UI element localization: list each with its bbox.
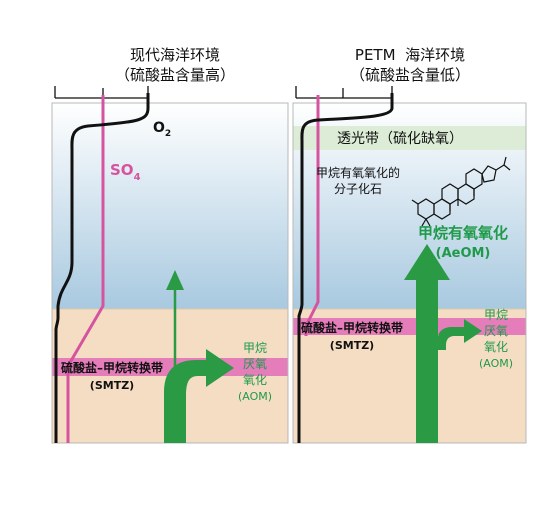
aeom-label-line1: 甲烷有氧氧化	[418, 224, 508, 242]
right-title-line2: （硫酸盐含量低）	[350, 66, 470, 84]
hopanoid-molecule-icon	[411, 156, 511, 227]
left-water-column	[52, 103, 288, 309]
right-panel-frame	[292, 102, 527, 444]
right-smtz-label-line2: (SMTZ)	[330, 339, 374, 352]
right-aom-line4: (AOM)	[479, 357, 513, 370]
left-aom-line1: 甲烷	[243, 341, 267, 355]
right-aom-bent-arrow	[438, 319, 482, 350]
right-aom-line3: 氧化	[484, 340, 508, 354]
left-smtz-band	[52, 358, 288, 376]
right-o2-profile	[297, 93, 394, 443]
left-smtz-label-line2: (SMTZ)	[90, 379, 134, 392]
left-thin-methane-arrowhead	[166, 270, 184, 290]
right-aom-line1: 甲烷	[484, 308, 508, 322]
left-aom-bent-arrow	[164, 349, 234, 443]
right-title-line1: PETM 海洋环境	[355, 46, 465, 64]
left-smtz-label-line1: 硫酸盐–甲烷转换带	[61, 360, 163, 375]
left-o2-profile	[54, 93, 150, 443]
left-title-line2: （硫酸盐含量高）	[115, 66, 235, 84]
left-aom-line2: 厌氧	[243, 357, 267, 371]
photic-zone-label: 透光带（硫化缺氧）	[337, 131, 463, 147]
fossil-label-line1: 甲烷有氧氧化的	[316, 165, 400, 180]
aeom-big-arrow	[404, 244, 450, 443]
right-smtz-label-line1: 硫酸盐–甲烷转换带	[301, 320, 403, 335]
right-bracket	[295, 86, 393, 99]
right-aom-line2: 厌氧	[484, 324, 508, 338]
left-aom-line3: 氧化	[243, 373, 267, 387]
left-title-line1: 现代海洋环境	[130, 46, 220, 64]
so4-label: SO4	[110, 161, 141, 183]
left-panel: 现代海洋环境 （硫酸盐含量高） O2 SO4 硫酸盐–甲烷转换带 (SMTZ) …	[51, 46, 289, 444]
left-so4-profile	[66, 95, 105, 443]
aeom-label-line2: (AeOM)	[436, 246, 491, 261]
right-so4-profile	[304, 95, 320, 336]
right-panel: PETM 海洋环境 （硫酸盐含量低） 透光带（硫化缺氧） 甲烷有氧氧化的 分子化…	[292, 46, 527, 444]
right-photic-zone-band	[293, 126, 526, 150]
left-aom-line4: (AOM)	[238, 390, 272, 403]
o2-label: O2	[153, 120, 171, 139]
fossil-label-line2: 分子化石	[334, 182, 382, 196]
